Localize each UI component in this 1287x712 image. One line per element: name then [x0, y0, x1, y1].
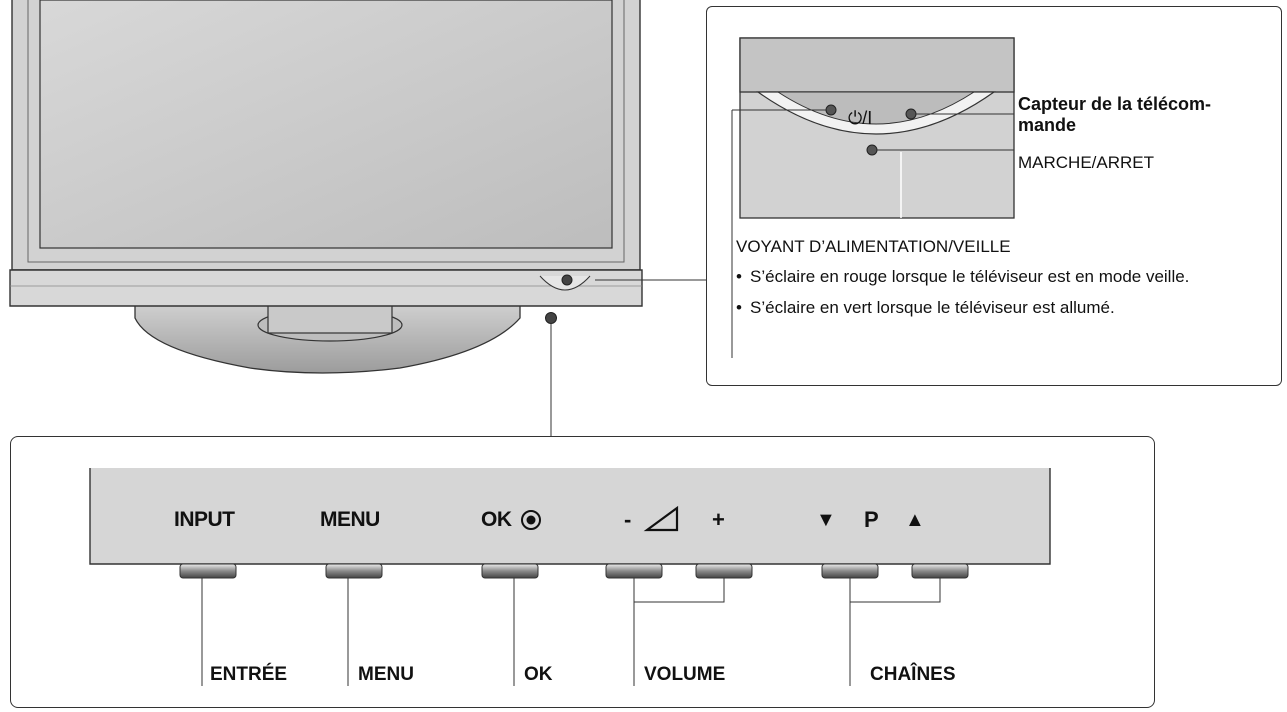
indicator-bullet-green: S’éclaire en vert lorsque le téléviseur … [736, 296, 1256, 319]
remote-sensor-label-1: Capteur de la télécom- [1018, 94, 1212, 114]
input-function-label: ENTRÉE [210, 664, 288, 685]
panel-buttons [179, 563, 969, 579]
channel-down-button[interactable]: ▼ [816, 509, 836, 531]
volume-function-label: VOLUME [644, 664, 726, 685]
channel-p-label: P [864, 507, 879, 532]
indicator-title: VOYANT D’ALIMENTATION/VEILLE [736, 237, 1011, 256]
remote-sensor-label-2: mande [1018, 115, 1077, 135]
channel-up-button[interactable]: ▲ [905, 509, 925, 531]
power-zoom-illustration [731, 37, 1015, 358]
volume-wedge-icon [643, 505, 679, 532]
ok-button[interactable]: OK [481, 508, 512, 531]
channel-function-label: CHAÎNES [870, 664, 956, 685]
menu-function-label: MENU [358, 664, 414, 685]
control-panel-illustration [89, 468, 1051, 686]
menu-button[interactable]: MENU [320, 508, 380, 531]
power-standby-icon: ⏻/I [848, 108, 873, 128]
volume-minus-button[interactable]: - [624, 507, 632, 532]
power-label: MARCHE/ARRET [1018, 153, 1155, 172]
tv-body [9, 0, 643, 324]
volume-plus-button[interactable]: + [712, 507, 725, 532]
ok-function-label: OK [524, 664, 553, 685]
ok-circle-icon [521, 510, 541, 530]
indicator-bullets: S’éclaire en rouge lorsque le téléviseur… [736, 265, 1256, 327]
indicator-bullet-red: S’éclaire en rouge lorsque le téléviseur… [736, 265, 1256, 288]
input-button[interactable]: INPUT [174, 508, 235, 531]
tv-stand [134, 304, 521, 374]
